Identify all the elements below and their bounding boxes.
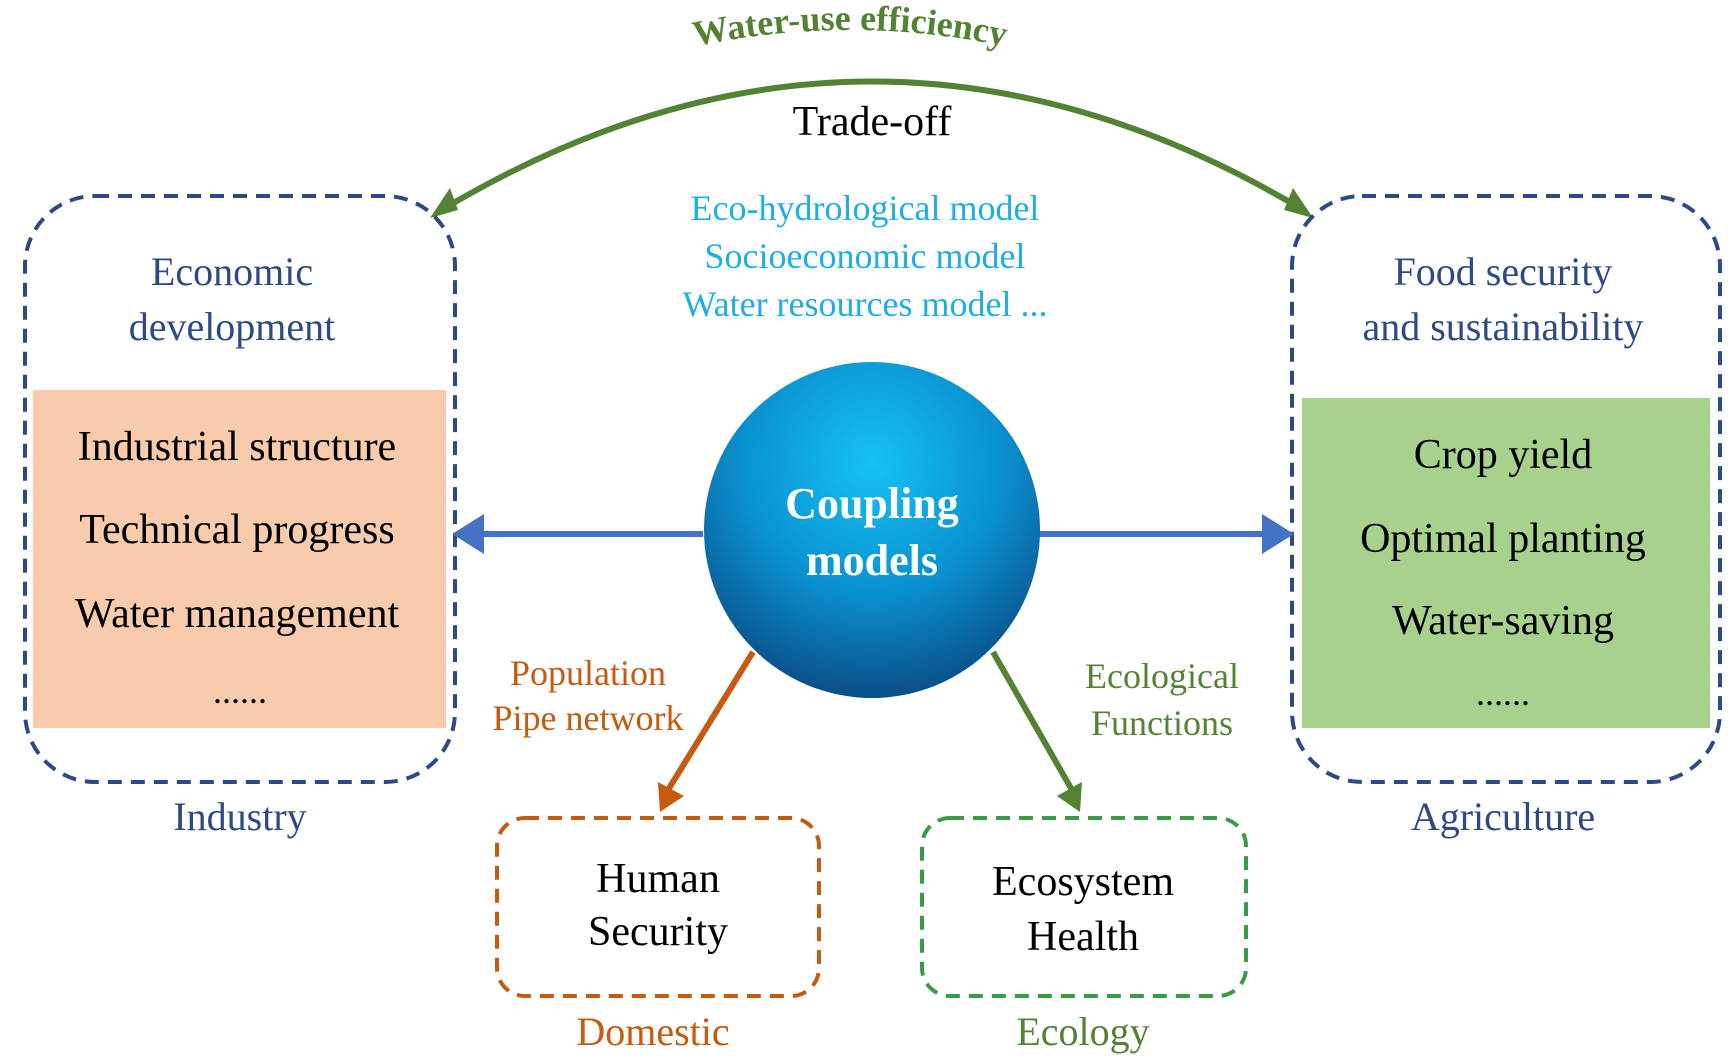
industry-factors-panel [33,390,446,728]
tradeoff-label: Trade-off [793,99,952,145]
tradeoff-arrowhead-right [1284,188,1313,218]
agriculture-box [1290,194,1722,784]
industry-title-line: Economic [151,249,313,294]
domestic-arrow-label: Population [510,653,666,693]
ecology-arrow-label: Ecological [1085,656,1239,696]
coupling-label-line: Coupling [785,479,959,528]
arrow-to-agriculture-head [1262,514,1294,554]
agriculture-factor: Crop yield [1414,432,1592,478]
agriculture-title-line: Food security [1394,249,1613,294]
arrow-to-ecology [990,650,1075,792]
arrow-to-domestic-head [658,782,684,812]
model-item: Water resources model ... [683,284,1048,324]
agriculture-caption: Agriculture [1411,794,1595,839]
agriculture-factor: Water-saving [1392,598,1614,644]
agriculture-factor: ...... [1476,673,1530,713]
industry-factor: Technical progress [79,507,394,553]
tradeoff-arrowhead-left [430,188,458,218]
domestic-box-line: Security [588,909,728,955]
domestic-caption: Domestic [576,1009,729,1054]
agriculture-factors-panel [1302,398,1710,728]
domestic-box-line: Human [596,856,720,902]
agriculture-title-line: and sustainability [1362,304,1643,349]
industry-title-line: development [129,304,336,349]
ecology-box [920,816,1248,998]
industry-box [23,194,457,784]
domestic-arrow-label: Pipe network [493,698,684,738]
agriculture-factor: Optimal planting [1360,516,1646,562]
coupling-label-line: models [806,536,938,585]
arrow-to-ecology-head [1057,782,1082,812]
water-use-efficiency-label: Water-use efficiency [689,0,1011,54]
model-item: Socioeconomic model [705,236,1026,276]
model-item: Eco-hydrological model [691,188,1040,228]
industry-factor: Industrial structure [78,424,396,470]
ecology-box-line: Health [1027,914,1139,960]
ecology-caption: Ecology [1016,1009,1149,1054]
arrow-to-domestic [665,650,756,792]
tradeoff-arc [443,78,1302,211]
industry-factor: ...... [213,671,267,711]
coupling-models-sphere [704,362,1040,698]
industry-factor: Water management [75,591,400,637]
ecology-arrow-label: Functions [1091,703,1233,743]
industry-caption: Industry [173,794,306,839]
arrow-to-industry-head [452,514,484,554]
ecology-box-line: Ecosystem [992,859,1174,905]
domestic-box [495,816,821,998]
